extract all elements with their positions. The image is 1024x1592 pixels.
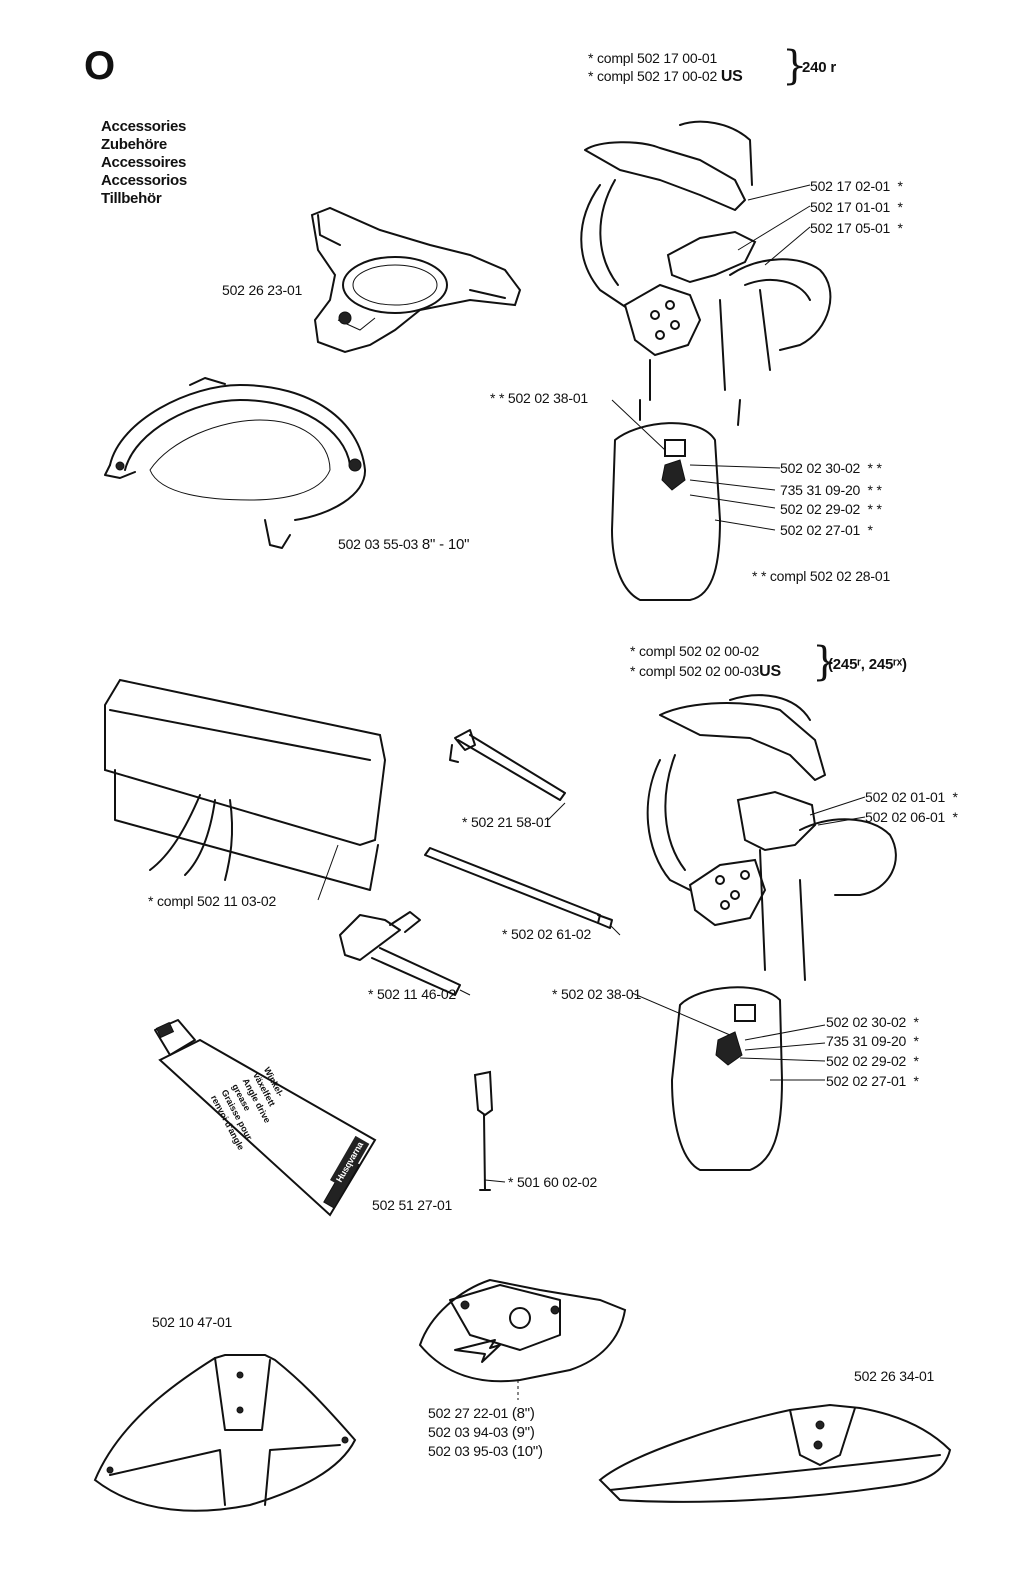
socket-wrench-part-number: * 502 11 46-02 — [368, 986, 457, 1002]
locking-pin-drawing — [473, 1070, 494, 1191]
harness-245-part-2: 502 02 06-01 * — [865, 809, 958, 825]
grease-tube-part-number: 502 51 27-01 — [372, 1197, 453, 1213]
tool-bag-drawing — [104, 678, 387, 891]
shield-right-drawing — [598, 1403, 952, 1503]
harness-245-hook-label: * 502 02 38-01 — [552, 986, 642, 1002]
title-sv: Tillbehör — [101, 190, 162, 207]
guard-top-part-number: 502 26 23-01 — [222, 282, 303, 298]
leader-lines — [317, 184, 866, 1183]
harness-240-part-2: 502 17 01-01 * — [810, 199, 903, 215]
harness-240-hip-part-4: 502 02 27-01 * — [780, 522, 873, 538]
shield-center-part-3: 502 03 95-03 (10") — [428, 1443, 543, 1460]
section-letter: O — [84, 44, 116, 88]
harness-245-model: (245ʳ, 245ʳˣ) — [828, 656, 907, 673]
harness-245-hip-part-4: 502 02 27-01 * — [826, 1073, 919, 1089]
harness-240-hip-part-3: 502 02 29-02 * * — [780, 501, 882, 517]
harness-240-part-3: 502 17 05-01 * — [810, 220, 903, 236]
brace-240: } — [782, 43, 808, 89]
harness-240-compl-2: * compl 502 17 00-02 US — [588, 68, 743, 85]
hex-key-drawing — [449, 729, 566, 801]
title-fr: Accessoires — [101, 154, 187, 171]
tool-bag-part-number: * compl 502 11 03-02 — [148, 893, 277, 909]
title-es: Accessorios — [101, 172, 187, 189]
shield-left-drawing — [93, 1354, 357, 1512]
harness-245-hip-part-1: 502 02 30-02 * — [826, 1014, 919, 1030]
harness-240-hook-label: * * 502 02 38-01 — [490, 390, 588, 406]
harness-245-hip-part-2: 735 31 09-20 * — [826, 1033, 919, 1049]
harness-240-hip-part-1: 502 02 30-02 * * — [780, 460, 882, 476]
shield-right-part-number: 502 26 34-01 — [854, 1368, 935, 1384]
harness-240-hip-compl: * * compl 502 02 28-01 — [752, 568, 891, 584]
trimmer-guard-top-drawing — [310, 206, 522, 354]
harness-245-drawing — [646, 694, 897, 1171]
title-block: Accessories Zubehöre Accessoires Accesso… — [101, 118, 187, 208]
guard-ring-part-number: 502 03 55-03 8" - 10" — [338, 536, 470, 553]
harness-240-part-1: 502 17 02-01 * — [810, 178, 903, 194]
harness-240-hip-part-2: 735 31 09-20 * * — [780, 482, 882, 498]
harness-245-compl-1: * compl 502 02 00-02 — [630, 643, 760, 659]
harness-245-part-1: 502 02 01-01 * — [865, 789, 958, 805]
shield-center-part-2: 502 03 94-03 (9") — [428, 1424, 535, 1441]
socket-wrench-drawing — [339, 911, 461, 996]
shield-left-part-number: 502 10 47-01 — [152, 1314, 233, 1330]
harness-240-compl-1: * compl 502 17 00-01 — [588, 50, 718, 66]
shield-center-part-1: 502 27 22-01 (8") — [428, 1405, 535, 1422]
hex-key-part-number: * 502 21 58-01 — [462, 814, 552, 830]
drift-pin-drawing — [424, 847, 613, 929]
harness-245-hip-part-3: 502 02 29-02 * — [826, 1053, 919, 1069]
trimmer-guard-ring-drawing — [104, 377, 367, 549]
harness-245-compl-2: * compl 502 02 00-03US — [630, 663, 781, 680]
brace-245: } — [812, 639, 838, 685]
shield-center-drawing — [418, 1278, 627, 1400]
drift-part-number: * 502 02 61-02 — [502, 926, 592, 942]
harness-240-drawing — [580, 120, 832, 601]
locking-pin-part-number: * 501 60 02-02 — [508, 1174, 598, 1190]
harness-240-model: 240 r — [802, 59, 837, 76]
title-de: Zubehöre — [101, 136, 167, 153]
title-en: Accessories — [101, 118, 187, 135]
